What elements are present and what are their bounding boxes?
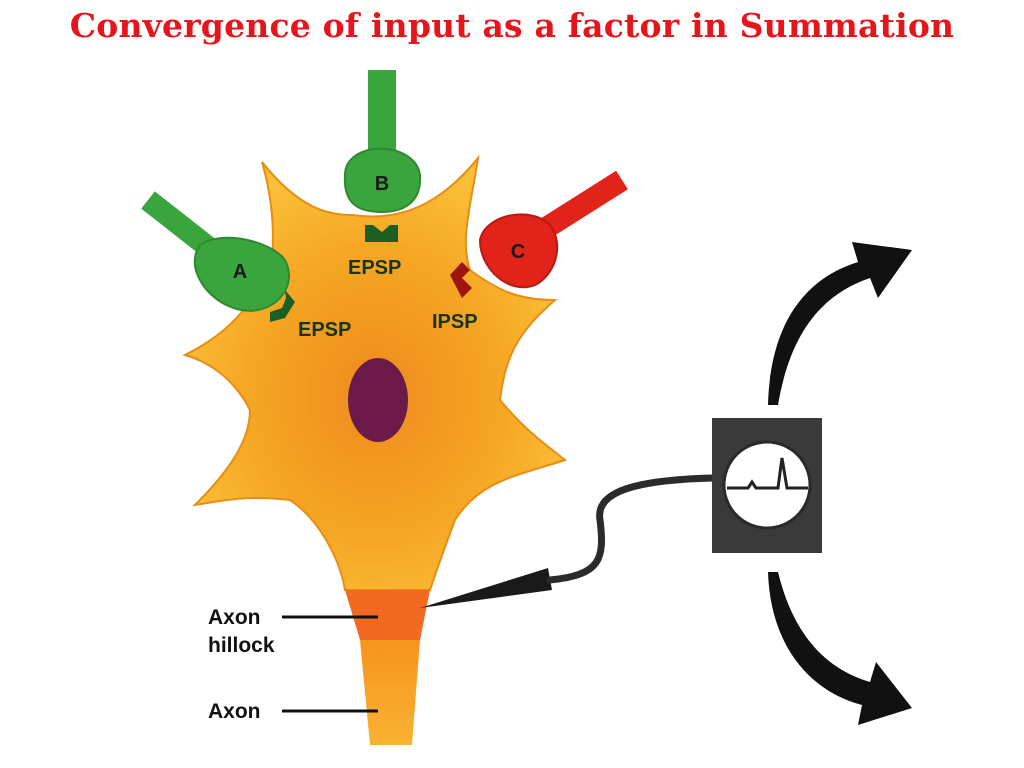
synapse-a-label: EPSP (298, 319, 351, 341)
synapse-b-receptor (365, 225, 398, 242)
electrode-probe (420, 568, 552, 608)
neuron-c-label: C (511, 241, 525, 263)
curved-arrow-down-icon (768, 572, 912, 725)
axon-hillock (345, 590, 430, 640)
neuron-b-label: B (375, 173, 389, 195)
axon (360, 640, 420, 745)
neuron-c-terminal (478, 213, 559, 289)
neuron-a-label: A (233, 261, 247, 283)
curved-arrow-up-icon (768, 242, 912, 405)
electrode-wire (546, 474, 716, 584)
axon-hillock-label-line1: Axon (208, 606, 261, 629)
synapse-c-label: IPSP (432, 311, 478, 333)
neuron-b-terminal (343, 147, 422, 214)
synapse-c-receptor (450, 262, 472, 298)
page-title: Convergence of input as a factor in Summ… (69, 6, 955, 45)
synapse-b-label: EPSP (348, 257, 401, 279)
nucleus (348, 358, 408, 442)
oscilloscope-icon (712, 418, 822, 553)
synapse-a-receptor (270, 290, 295, 322)
axon-hillock-label-line2: hillock (208, 634, 275, 657)
axon-label: Axon (208, 700, 261, 723)
neuron-a-terminal (193, 236, 290, 312)
